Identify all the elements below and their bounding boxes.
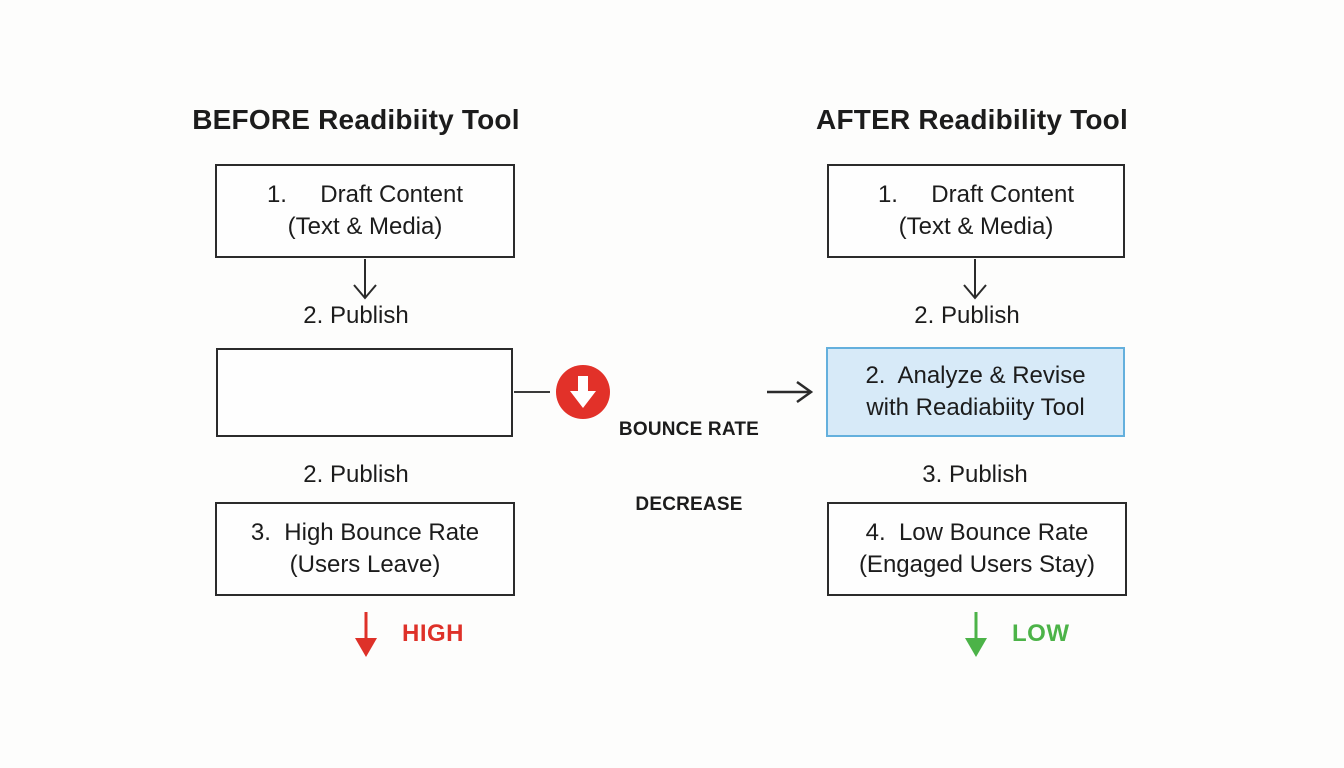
after-step1-line2: (Text & Media) [898, 213, 1054, 240]
before-step1-line1: 1. Draft Content [266, 181, 464, 208]
after-step4-line2: (Engaged Users Stay) [858, 551, 1096, 578]
before-indicator: HIGH [352, 610, 464, 658]
right-arrow-icon [767, 380, 814, 404]
before-publish-top-label: 2. Publish [303, 302, 409, 329]
before-step3-line1: 3. High Bounce Rate [250, 519, 480, 546]
after-title: AFTER Readibility Tool [816, 104, 1128, 135]
before-title: BEFORE Readibiity Tool [192, 104, 520, 135]
before-step1-line2: (Text & Media) [287, 213, 443, 240]
connector-label: BOUNCE RATE DECREASE [604, 367, 774, 567]
connector-label-line2: DECREASE [635, 494, 743, 515]
after-indicator-label: LOW [1012, 620, 1070, 647]
after-step1-line1: 1. Draft Content [877, 181, 1075, 208]
after-publish-top-label: 2. Publish [914, 302, 1020, 329]
before-step3-line2: (Users Leave) [289, 551, 441, 578]
before-step1-box: 1. Draft Content (Text & Media) [215, 164, 515, 258]
down-arrow-icon [353, 259, 377, 300]
red-down-arrow-icon [355, 612, 377, 657]
before-empty-box [216, 348, 513, 437]
after-step4-box: 4. Low Bounce Rate (Engaged Users Stay) [827, 502, 1127, 596]
after-highlight-line1: 2. Analyze & Revise [865, 362, 1086, 389]
white-down-arrow-glyph [570, 376, 596, 408]
before-publish-bottom-label: 2. Publish [303, 461, 409, 488]
green-down-arrow-icon [965, 612, 987, 657]
connector-label-line1: BOUNCE RATE [618, 419, 760, 440]
after-step1-box: 1. Draft Content (Text & Media) [827, 164, 1125, 258]
before-step3-box: 3. High Bounce Rate (Users Leave) [215, 502, 515, 596]
after-highlight-line2: with Readiabiity Tool [866, 394, 1085, 421]
red-circle-down-arrow-icon [556, 365, 610, 419]
after-step4-line1: 4. Low Bounce Rate [865, 519, 1089, 546]
after-highlight-box: 2. Analyze & Revise with Readiabiity Too… [826, 347, 1125, 437]
after-indicator: LOW [962, 610, 1069, 658]
after-publish-bottom-label: 3. Publish [922, 461, 1028, 488]
before-indicator-label: HIGH [402, 620, 464, 647]
down-arrow-icon [963, 259, 987, 300]
connector-line [514, 391, 550, 393]
